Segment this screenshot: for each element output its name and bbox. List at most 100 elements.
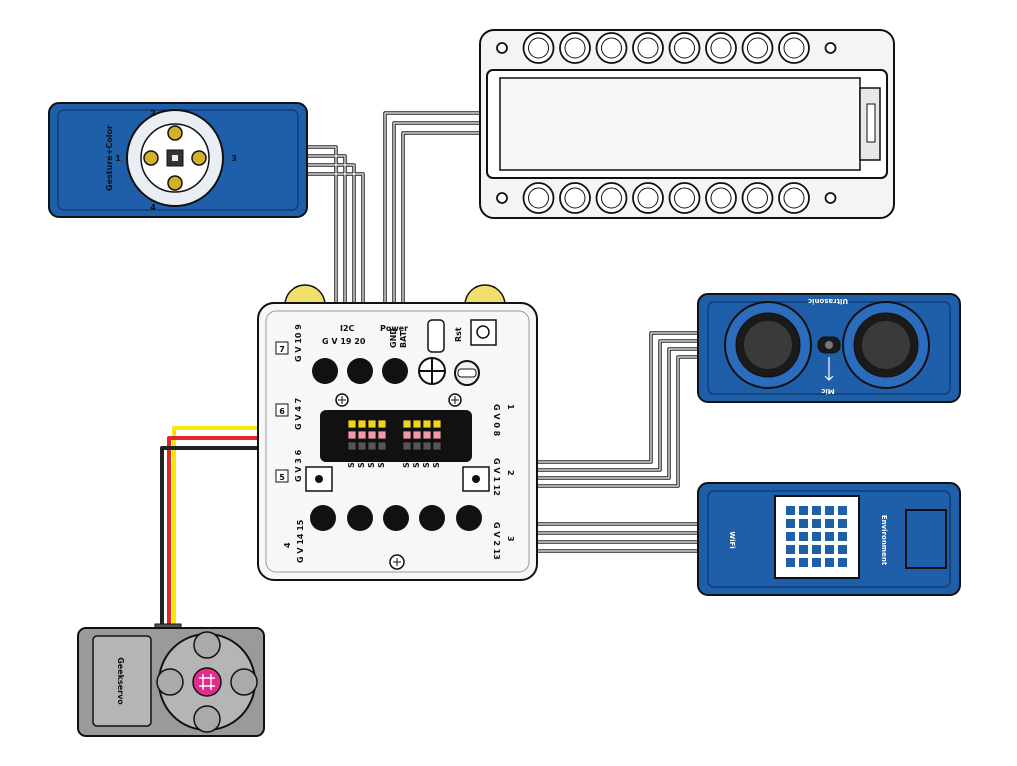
frame-hole: [595, 32, 628, 64]
wifi-environment-sensor: WiFi Environment: [697, 482, 961, 596]
frame-hole-inner: [528, 37, 549, 59]
frame-hole: [595, 182, 628, 214]
frame-hole: [778, 182, 810, 214]
port-4-number: 4: [283, 542, 292, 548]
port-7-pins: G V 10 9: [294, 324, 303, 362]
frame-hole: [668, 182, 701, 214]
mic-label: Mic: [821, 387, 835, 395]
frame-hole-inner: [637, 37, 659, 59]
frame-hole-inner: [564, 37, 586, 59]
grille-slot: [786, 519, 795, 528]
header-pin: [432, 419, 442, 429]
grille-slot: [838, 506, 847, 515]
grille-slot: [812, 519, 821, 528]
grille-slot: [838, 532, 847, 541]
frame-hole: [496, 42, 508, 54]
servo-label: Geekservo: [116, 657, 125, 705]
frame-hole: [522, 32, 555, 64]
grille-slot: [838, 519, 847, 528]
header-pin: [347, 441, 357, 451]
display-module: [479, 29, 895, 219]
grille-slot: [825, 532, 834, 541]
servo-pin-label-s8: S8: [432, 456, 441, 468]
frame-hole-inner: [601, 187, 622, 209]
header-pin: [412, 441, 422, 451]
grille-slot: [838, 545, 847, 554]
header-pin: [402, 419, 412, 429]
frame-hole-inner: [783, 187, 805, 209]
gesture-num-3: 3: [231, 154, 237, 163]
grille-slot: [799, 545, 808, 554]
header-pin: [367, 419, 377, 429]
frame-hole: [632, 182, 664, 214]
frame-hole-inner: [637, 187, 659, 209]
port-4-pins: G V 14 15: [296, 519, 305, 563]
port-7-number: 7: [279, 345, 285, 354]
power-pins-bat: BAT: [399, 330, 408, 348]
rst-label: Rst: [454, 327, 463, 342]
header-pin: [402, 441, 412, 451]
frame-hole: [778, 32, 810, 64]
frame-hole: [705, 32, 737, 64]
wifi-label: WiFi: [728, 531, 736, 548]
frame-hole: [824, 192, 837, 204]
port-2-pins: G V 1 12: [492, 458, 501, 496]
frame-hole-inner: [528, 187, 549, 209]
port-6-number: 6: [279, 407, 285, 416]
gesture-num-1: 1: [115, 154, 121, 163]
servo-pin-label-s7: S7: [422, 457, 431, 468]
ultrasonic-sensor: Ultrasonic Mic: [697, 293, 961, 403]
wire-bundle-power: [383, 111, 487, 302]
frame-hole-inner: [783, 37, 805, 59]
frame-hole-inner: [564, 187, 586, 209]
header-pin: [377, 419, 387, 429]
i2c-label: I2C: [340, 324, 355, 333]
header-pin: [367, 430, 377, 440]
grille-slot: [799, 519, 808, 528]
header-pin: [412, 419, 422, 429]
header-pin: [422, 441, 432, 451]
i2c-pins: G V 19 20: [322, 337, 366, 346]
frame-hole-inner: [747, 187, 768, 209]
header-pin: [422, 419, 432, 429]
frame-hole: [741, 182, 774, 214]
grille-slot: [786, 558, 795, 567]
wire-bundle-ultrasonic: [536, 331, 700, 488]
frame-hole-inner: [747, 37, 768, 59]
frame-hole: [522, 182, 555, 214]
port-6-pins: G V 4 7: [294, 398, 303, 430]
wire-bundle-wifi: [536, 522, 700, 553]
controller-board: I2C G V 19 20 Power GND BAT Rst 7 G V 10…: [257, 284, 538, 581]
frame-hole: [741, 32, 774, 64]
grille-slot: [812, 506, 821, 515]
header-pin: [432, 441, 442, 451]
header-pin: [377, 441, 387, 451]
header-pin: [432, 430, 442, 440]
frame-hole: [632, 32, 664, 64]
header-pin: [402, 430, 412, 440]
port-2-number: 2: [506, 470, 515, 476]
frame-holes-top: [496, 32, 837, 64]
frame-hole: [824, 42, 837, 54]
header-pin: [357, 430, 367, 440]
header-pin: [357, 441, 367, 451]
grille-slot: [812, 545, 821, 554]
gesture-num-4: 4: [150, 203, 156, 212]
grille-slot: [825, 506, 834, 515]
port-5-pins: G V 3 6: [294, 449, 303, 482]
frame-hole-inner: [674, 187, 695, 209]
ultrasonic-label: Ultrasonic: [808, 297, 848, 305]
header-pin: [377, 430, 387, 440]
frame-hole-inner: [601, 37, 622, 59]
grille-slot: [825, 558, 834, 567]
header-pin: [357, 419, 367, 429]
frame-hole: [559, 182, 591, 214]
servo-pin-label-s6: S6: [412, 456, 421, 468]
environment-sensor-grille: [786, 506, 847, 567]
grille-slot: [799, 532, 808, 541]
grille-slot: [838, 558, 847, 567]
servo-pin-label-s3: S3: [367, 457, 376, 468]
gesture-sensor-label: Gesture+Color: [105, 125, 114, 191]
grille-slot: [786, 532, 795, 541]
